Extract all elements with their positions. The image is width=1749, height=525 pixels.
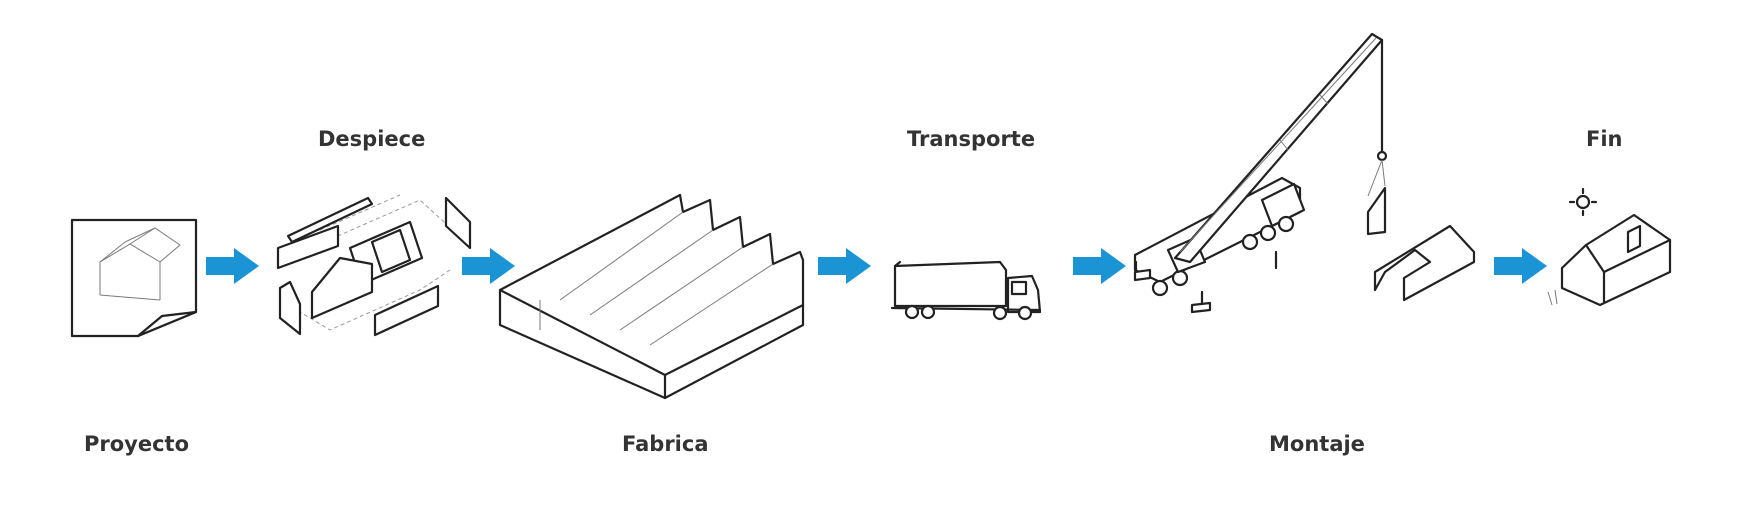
sun-icon — [1568, 187, 1598, 217]
flow-arrow-icon — [818, 248, 871, 284]
crane-icon — [1133, 32, 1388, 314]
step-label-despiece: Despiece — [318, 127, 426, 151]
flow-arrow-icon — [462, 248, 515, 284]
exploded-house-icon — [276, 194, 472, 337]
step-label-montaje: Montaje — [1269, 432, 1365, 456]
drawing-sheet-icon — [70, 218, 198, 338]
finished-house-icon — [1547, 213, 1672, 307]
truck-icon — [890, 260, 1042, 321]
flow-arrow-icon — [206, 248, 259, 284]
factory-icon — [498, 193, 805, 400]
step-label-fabrica: Fabrica — [622, 432, 709, 456]
flow-arrow-icon — [1073, 248, 1126, 284]
house-shell-icon — [1373, 224, 1476, 302]
flow-arrow-icon — [1494, 248, 1547, 284]
step-label-fin: Fin — [1586, 127, 1623, 151]
step-label-transporte: Transporte — [907, 127, 1036, 151]
step-label-proyecto: Proyecto — [84, 432, 190, 456]
